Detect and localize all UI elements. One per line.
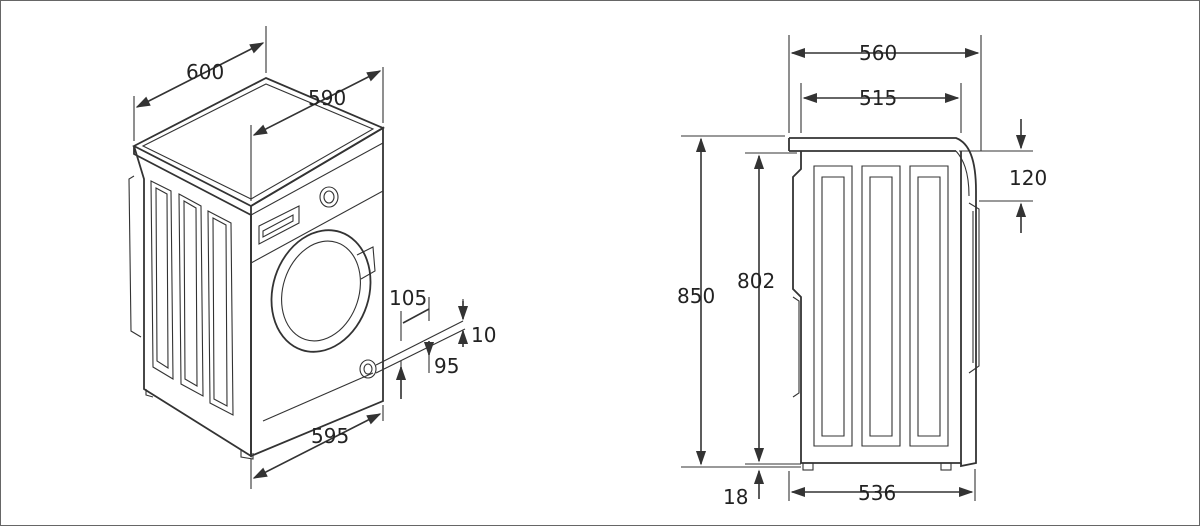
- machine-front: [250, 126, 384, 458]
- isometric-view: [128, 77, 466, 460]
- dim-95-label: 95: [434, 354, 459, 378]
- isometric-dimensions: [133, 26, 469, 489]
- drain-outlet: [359, 359, 377, 379]
- dim-590-label: 590: [308, 86, 346, 110]
- dim-10-label: 10: [471, 323, 496, 347]
- side-body: [792, 151, 962, 464]
- dim-802-label: 802: [737, 269, 775, 293]
- dim-560-label: 560: [859, 41, 897, 65]
- program-dial: [319, 186, 339, 208]
- dim-120-label: 120: [1009, 166, 1047, 190]
- detergent-drawer: [258, 205, 300, 245]
- dim-536-label: 536: [858, 481, 896, 505]
- dim-515-label: 515: [859, 86, 897, 110]
- dim-600-label: 600: [186, 60, 224, 84]
- dim-18-label: 18: [723, 485, 748, 509]
- side-view: [788, 137, 980, 471]
- dim-595-label: 595: [311, 424, 349, 448]
- door: [270, 229, 372, 353]
- side-dimensions: [681, 35, 1033, 501]
- dim-105-label: 105: [389, 286, 427, 310]
- side-top: [789, 137, 977, 468]
- dim-850-label: 850: [677, 284, 715, 308]
